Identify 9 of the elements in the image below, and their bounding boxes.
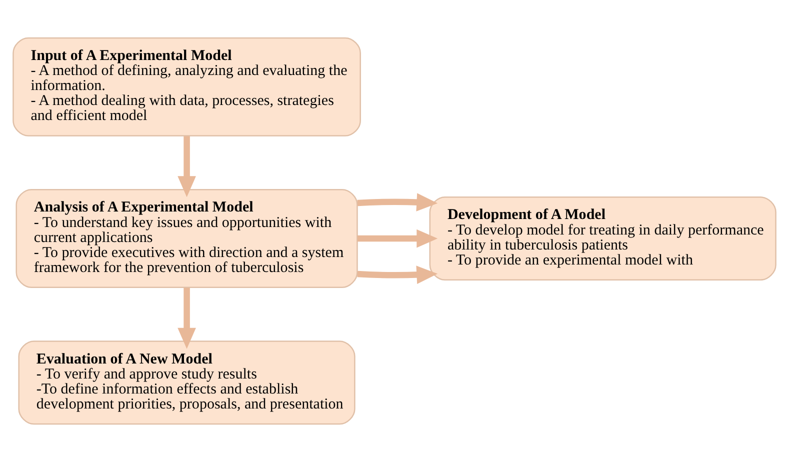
node-box: Analysis of A Experimental Model - To understand key issues and opportunities with current applications - To provide executives with direction and a system framework for the prevention of tuberculosis [16, 188, 358, 288]
node-box: Input of A Experimental Model - A method of defining, analyzing and evaluating the information. - A method dealing with data, processes, strategies and efficient model [12, 36, 361, 136]
arrow [178, 287, 196, 348]
node-box: Evaluation of A New Model - To verify and approve study results -To define information effects and establish development priorities, proposals, and presentation [18, 340, 356, 424]
arrow [178, 136, 196, 197]
arrow [357, 228, 438, 248]
arrow [357, 192, 438, 211]
arrow [357, 265, 438, 284]
node-box: Development of A Model - To develop model for treating in daily performance ability in tuberculosis patients - To provide an experimental model with [429, 196, 776, 280]
